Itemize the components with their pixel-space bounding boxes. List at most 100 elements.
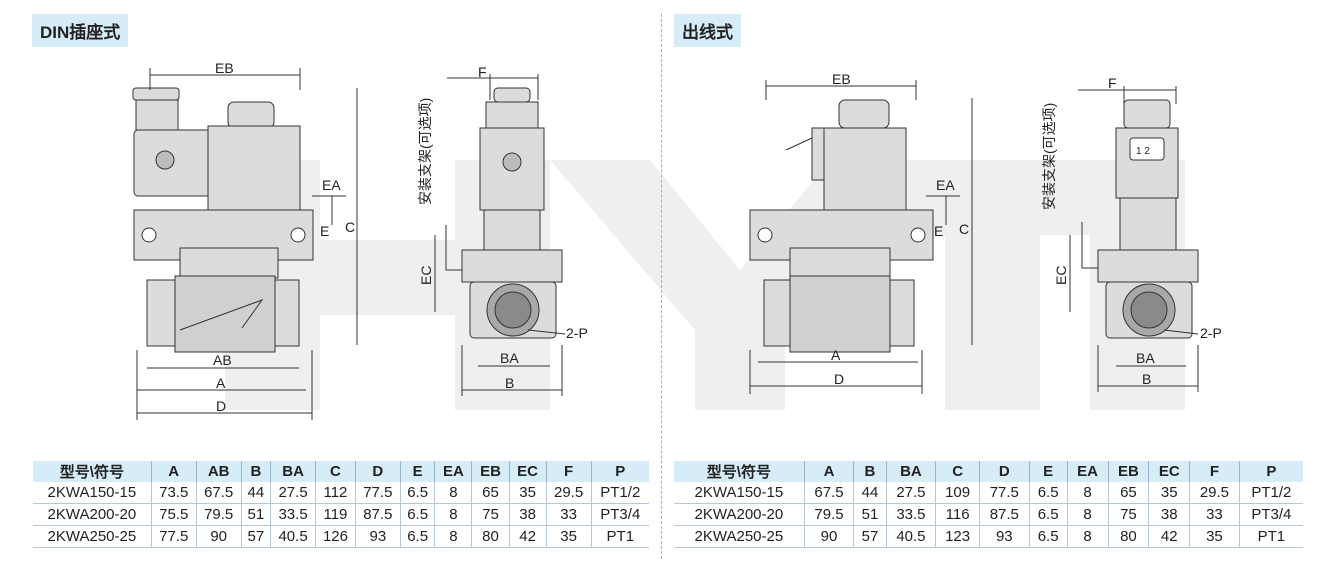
model-cell: 2KWA150-15 — [674, 482, 805, 504]
column-header: EC — [1148, 461, 1191, 482]
column-header: D — [979, 461, 1030, 482]
side-label-ba: BA — [500, 350, 519, 366]
value-cell: 123 — [935, 525, 981, 548]
side-bonnet — [483, 209, 541, 251]
label-ea: EA — [936, 177, 955, 193]
label-a: A — [831, 347, 841, 363]
column-header: P — [590, 461, 649, 482]
value-cell: 80 — [471, 525, 510, 548]
value-cell: 87.5 — [979, 503, 1030, 526]
column-header: EA — [434, 461, 473, 482]
value-cell: 8 — [434, 482, 473, 504]
value-cell: 38 — [1148, 503, 1191, 526]
value-cell: 40.5 — [885, 525, 937, 548]
value-cell: 29.5 — [545, 482, 592, 504]
model-cell: 2KWA200-20 — [33, 503, 152, 526]
value-cell: 27.5 — [270, 482, 317, 504]
value-cell: 6.5 — [399, 503, 436, 526]
value-cell: 33 — [1189, 503, 1240, 526]
value-cell: 8 — [434, 503, 473, 526]
value-cell: 42 — [508, 525, 547, 548]
column-header: F — [1189, 461, 1240, 482]
value-cell: 6.5 — [1028, 482, 1068, 504]
valve-bonnet — [179, 247, 279, 279]
terminal-numbers: 1 2 — [1136, 146, 1150, 157]
column-header: C — [935, 461, 981, 482]
value-cell: 33.5 — [270, 503, 317, 526]
value-cell: 29.5 — [1189, 482, 1240, 504]
value-cell: 93 — [979, 525, 1030, 548]
value-cell: 67.5 — [803, 482, 855, 504]
value-cell: 35 — [1189, 525, 1240, 548]
side-coil-top — [485, 101, 539, 129]
label-ea: EA — [322, 177, 341, 193]
value-cell: PT1 — [590, 525, 649, 548]
din-connector-neck — [135, 99, 179, 131]
column-header: P — [1238, 461, 1303, 482]
value-cell: 73.5 — [150, 482, 197, 504]
value-cell: 27.5 — [885, 482, 937, 504]
value-cell: 112 — [315, 482, 356, 504]
din-socket-panel: DIN插座式 — [0, 0, 660, 571]
column-header: E — [399, 461, 436, 482]
value-cell: 8 — [1066, 503, 1109, 526]
side-flange — [1097, 249, 1199, 283]
column-header: BA — [885, 461, 937, 482]
side-flange — [461, 249, 563, 283]
side-label-f: F — [1108, 75, 1117, 91]
side-label-b: B — [1142, 371, 1151, 387]
label-d: D — [216, 398, 226, 414]
value-cell: 35 — [545, 525, 592, 548]
column-header: B — [240, 461, 272, 482]
side-label-b: B — [505, 375, 514, 391]
column-header: 型号\符号 — [33, 461, 152, 482]
side-label-p: 2-P — [566, 325, 588, 341]
value-cell: 44 — [240, 482, 272, 504]
side-label-f: F — [478, 64, 487, 80]
value-cell: PT3/4 — [590, 503, 649, 526]
coil-top — [227, 101, 275, 129]
label-e: E — [934, 223, 943, 239]
value-cell: 65 — [1107, 482, 1150, 504]
value-cell: 80 — [1107, 525, 1150, 548]
value-cell: 44 — [853, 482, 887, 504]
value-cell: 90 — [803, 525, 855, 548]
coil-body — [207, 125, 301, 211]
din-valve-drawing: EB EA E C AB A D — [132, 60, 588, 420]
value-cell: 77.5 — [979, 482, 1030, 504]
value-cell: 77.5 — [150, 525, 197, 548]
value-cell: PT1 — [1238, 525, 1303, 548]
bracket-option-label: 安装支架(可选项) — [417, 98, 433, 205]
side-cap — [493, 87, 531, 103]
value-cell: 75 — [471, 503, 510, 526]
column-header: F — [545, 461, 592, 482]
label-c: C — [345, 219, 355, 235]
side-label-ec: EC — [418, 266, 434, 285]
value-cell: 6.5 — [399, 482, 436, 504]
column-header: A — [150, 461, 197, 482]
column-header: EA — [1066, 461, 1109, 482]
value-cell: 35 — [508, 482, 547, 504]
column-header: EB — [471, 461, 510, 482]
label-c: C — [959, 221, 969, 237]
label-a: A — [216, 375, 226, 391]
value-cell: PT1/2 — [1238, 482, 1303, 504]
value-cell: 51 — [853, 503, 887, 526]
side-label-ec: EC — [1053, 266, 1069, 285]
label-e: E — [320, 223, 329, 239]
value-cell: 6.5 — [1028, 525, 1068, 548]
label-eb: EB — [832, 71, 851, 87]
value-cell: 8 — [1066, 525, 1109, 548]
panel-title: DIN插座式 — [32, 14, 129, 47]
din-connector-cap — [132, 87, 180, 101]
